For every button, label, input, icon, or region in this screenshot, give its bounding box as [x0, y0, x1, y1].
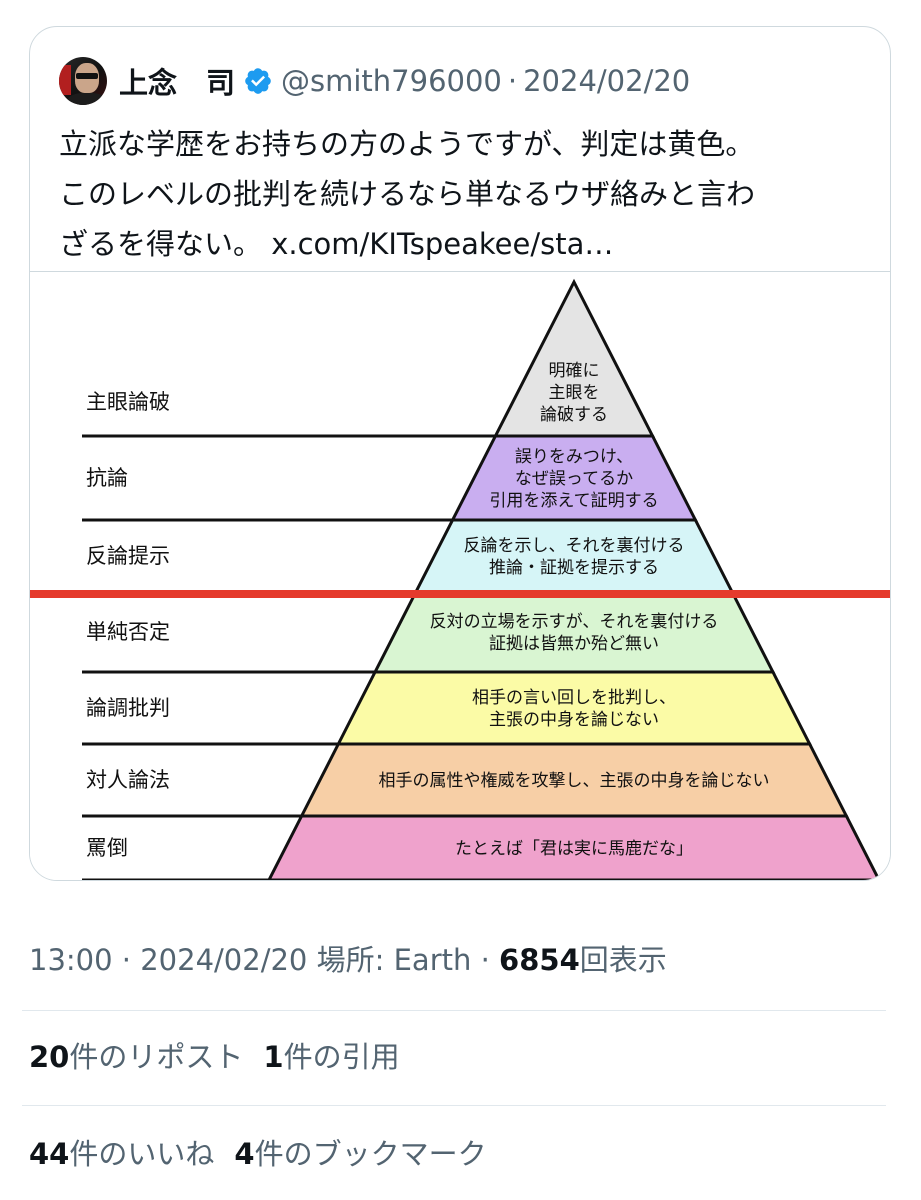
pyramid-level-label: 主眼論破 — [86, 390, 170, 414]
pyramid-band-text: 証拠は皆無か殆ど無い — [489, 634, 659, 654]
pyramid-band-text: 相手の属性や権威を攻撃し、主張の中身を論じない — [379, 771, 770, 791]
pyramid-band — [267, 814, 881, 880]
bookmarks-link[interactable]: 4件のブックマーク — [234, 1137, 486, 1171]
tweet-text-line: このレベルの批判を続けるなら単なるウザ絡みと言わ — [59, 177, 756, 211]
view-label: 回表示 — [579, 943, 667, 977]
view-count: 6854 — [499, 943, 580, 977]
reposts-link[interactable]: 20件のリポスト — [29, 1040, 243, 1074]
pyramid-level-label: 対人論法 — [86, 768, 170, 792]
reposts-label: 件のリポスト — [69, 1040, 244, 1074]
pyramid-level-label: 論調批判 — [86, 696, 170, 720]
author-handle[interactable]: @smith796000 — [281, 64, 502, 98]
pyramid-band — [335, 670, 813, 746]
repost-quote-stats: 20件のリポスト 1件の引用 — [29, 1035, 400, 1079]
pyramid-band-text: 相手の言い回しを批判し、 — [472, 688, 676, 708]
pyramid-band-text: たとえば「君は実に馬鹿だな」 — [455, 839, 693, 859]
pyramid-band-text: なぜ誤ってるか — [515, 469, 633, 489]
pyramid-level-label: 反論提示 — [86, 544, 170, 568]
post-time[interactable]: 13:00 — [29, 943, 113, 977]
pyramid-band-text: 誤りをみつけ、 — [515, 447, 633, 467]
quotes-link[interactable]: 1件の引用 — [263, 1040, 399, 1074]
tweet-date[interactable]: 2024/02/20 — [523, 64, 691, 98]
threshold-line — [30, 590, 890, 598]
location: 場所: Earth — [307, 943, 472, 977]
tweet-image-pyramid[interactable]: 主眼論破 明確に主眼を論破する抗論 誤りをみつけ、なぜ誤ってるか引用を添えて証明する… — [30, 271, 890, 880]
separator: · — [471, 943, 500, 977]
pyramid-band-text: 反対の立場を示すが、それを裏付ける — [430, 611, 719, 632]
quoted-tweet-text: 立派な学歴をお持ちの方のようですが、判定は黄色。 このレベルの批判を続けるなら単… — [59, 119, 869, 269]
likes-count: 44 — [29, 1137, 70, 1171]
pyramid-band-text: 論破する — [540, 405, 608, 425]
quotes-label: 件の引用 — [283, 1040, 400, 1074]
pyramid-band-text: 反論を示し、それを裏付ける — [464, 535, 685, 556]
verified-badge-icon — [245, 68, 271, 94]
like-bookmark-stats: 44件のいいね 4件のブックマーク — [29, 1132, 487, 1176]
post-date[interactable]: 2024/02/20 — [140, 943, 308, 977]
author-name[interactable]: 上念 司 — [119, 66, 236, 100]
pyramid-band-text: 明確に — [549, 361, 600, 381]
quoted-tweet-card[interactable]: 上念 司 @smith796000 · 2024/02/20 立派な学歴をお持ち… — [29, 26, 891, 881]
tweet-meta: 13:00 · 2024/02/20 場所: Earth · 6854回表示 — [29, 938, 667, 982]
pyramid-band — [413, 518, 735, 594]
pyramid-band-text: 主張の中身を論じない — [489, 710, 659, 730]
pyramid-level-label: 抗論 — [86, 466, 128, 490]
likes-link[interactable]: 44件のいいね — [29, 1137, 214, 1171]
quoted-tweet-header: 上念 司 @smith796000 · 2024/02/20 — [59, 55, 690, 107]
pyramid-level-label: 単純否定 — [86, 620, 170, 644]
reposts-count: 20 — [29, 1040, 70, 1074]
pyramid-band-text: 主眼を — [549, 383, 600, 403]
avatar[interactable] — [59, 57, 107, 105]
pyramid-band-text: 推論・証拠を提示する — [489, 558, 659, 578]
separator: · — [112, 943, 141, 977]
bookmarks-label: 件のブックマーク — [254, 1137, 487, 1171]
separator-dot: · — [507, 64, 518, 98]
quotes-count: 1 — [263, 1040, 284, 1074]
tweet-text-line: 立派な学歴をお持ちの方のようですが、判定は黄色。 — [59, 127, 755, 161]
pyramid-band — [372, 590, 776, 674]
divider — [22, 1105, 886, 1106]
pyramid-level-label: 罵倒 — [86, 836, 128, 860]
tweet-text-line: ざるを得ない。 x.com/KITspeakee/sta… — [59, 227, 614, 261]
bookmarks-count: 4 — [234, 1137, 255, 1171]
likes-label: 件のいいね — [69, 1137, 215, 1171]
pyramid-band-text: 引用を添えて証明する — [489, 491, 658, 511]
divider — [22, 1010, 886, 1011]
